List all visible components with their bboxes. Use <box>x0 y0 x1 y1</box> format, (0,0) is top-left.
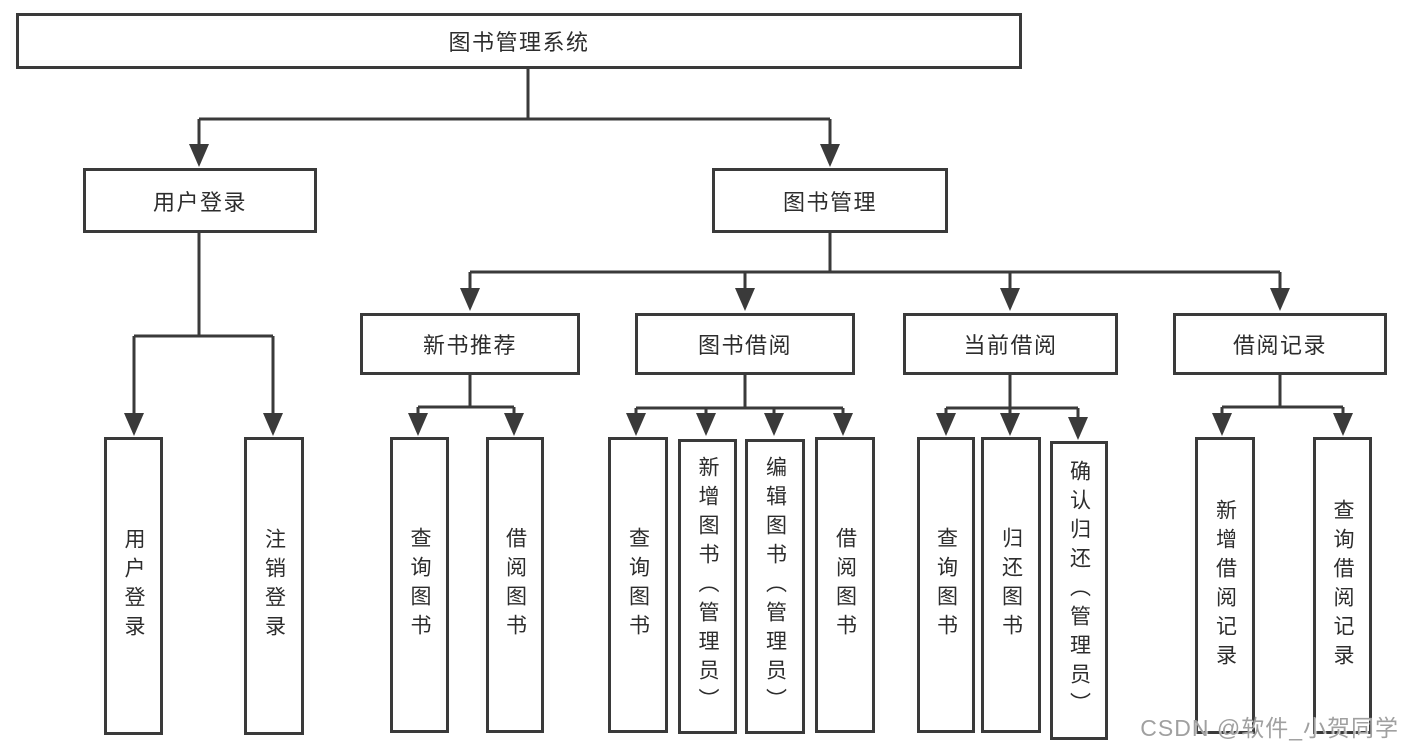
leaf-cb-query-books: 查询图书 <box>917 437 975 733</box>
arrowhead <box>460 288 480 311</box>
leaf-bb-edit-books-admin: 编辑图书（管理员） <box>745 439 805 734</box>
arrowhead <box>263 413 283 436</box>
node-label: 新增图书（管理员） <box>696 456 719 717</box>
leaf-user-login: 用户登录 <box>104 437 163 735</box>
arrowhead <box>1000 288 1020 311</box>
arrowhead <box>833 413 853 436</box>
arrowhead <box>189 144 209 167</box>
leaf-nb-query-books: 查询图书 <box>390 437 449 733</box>
node-label: 当前借阅 <box>963 333 1058 358</box>
node-label: 编辑图书（管理员） <box>763 456 787 717</box>
node-label: 查询图书 <box>408 527 431 643</box>
arrowhead <box>1212 413 1232 436</box>
arrowhead <box>820 144 840 167</box>
node-user-login: 用户登录 <box>83 168 317 233</box>
node-borrow-records: 借阅记录 <box>1173 313 1387 375</box>
node-current-borrowing: 当前借阅 <box>903 313 1118 375</box>
arrowhead <box>124 413 144 436</box>
node-label: 新书推荐 <box>422 333 517 358</box>
node-label: 图书借阅 <box>697 333 792 358</box>
node-label: 归还图书 <box>999 527 1023 643</box>
node-label: 用户登录 <box>152 189 247 215</box>
node-book-borrowing: 图书借阅 <box>635 313 855 375</box>
connector-path <box>132 69 1345 420</box>
arrowhead <box>735 288 755 311</box>
node-label: 注销登录 <box>262 528 286 644</box>
leaf-cb-return-books: 归还图书 <box>981 437 1041 733</box>
arrowhead <box>408 413 428 436</box>
arrowhead <box>1000 413 1020 436</box>
node-label: 确认归还（管理员） <box>1067 460 1091 721</box>
node-label: 借阅图书 <box>833 527 857 643</box>
leaf-nb-borrow-books: 借阅图书 <box>486 437 544 733</box>
arrowhead <box>936 413 956 436</box>
leaf-cb-confirm-return-admin: 确认归还（管理员） <box>1050 441 1108 740</box>
node-label: 图书管理系统 <box>448 30 590 55</box>
leaf-br-query-record: 查询借阅记录 <box>1313 437 1372 734</box>
node-new-book-recommend: 新书推荐 <box>360 313 580 375</box>
node-label: 查询图书 <box>626 527 650 643</box>
arrowhead <box>696 413 716 436</box>
node-label: 新增借阅记录 <box>1213 498 1237 673</box>
arrowhead <box>504 413 524 436</box>
node-label: 查询图书 <box>934 527 958 643</box>
arrowhead <box>1270 288 1290 311</box>
arrowhead <box>764 413 784 436</box>
node-book-management: 图书管理 <box>712 168 948 233</box>
arrowheads <box>124 144 1353 440</box>
node-label: 查询借阅记录 <box>1331 498 1354 673</box>
arrowhead <box>626 413 646 436</box>
node-label: 借阅图书 <box>503 527 527 643</box>
watermark: CSDN @软件_小贺同学 <box>1140 715 1399 741</box>
leaf-br-add-record: 新增借阅记录 <box>1195 437 1255 734</box>
leaf-bb-query-books: 查询图书 <box>608 437 668 733</box>
node-label: 借阅记录 <box>1232 333 1327 358</box>
arrowhead <box>1068 417 1088 440</box>
node-label: 图书管理 <box>782 189 877 215</box>
node-library-system: 图书管理系统 <box>16 13 1022 69</box>
leaf-bb-add-books-admin: 新增图书（管理员） <box>678 439 737 734</box>
leaf-bb-borrow-books: 借阅图书 <box>815 437 875 733</box>
arrowhead <box>1333 413 1353 436</box>
leaf-logout: 注销登录 <box>244 437 304 735</box>
node-label: 用户登录 <box>122 528 145 644</box>
